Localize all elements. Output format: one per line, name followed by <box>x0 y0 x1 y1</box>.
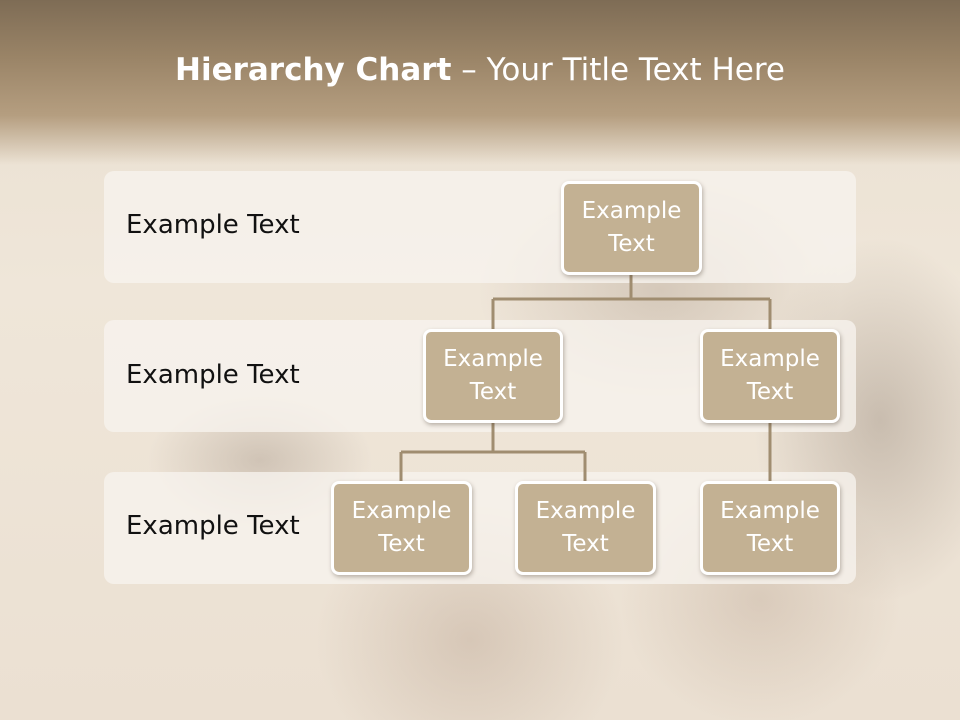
node-root-label: Example Text <box>581 198 682 257</box>
node-level2-left-label: Example Text <box>443 346 543 405</box>
node-level2-right-label: Example Text <box>720 346 820 405</box>
node-level3-middle-label: Example Text <box>535 498 636 557</box>
title-rest: – Your Title Text Here <box>451 52 785 88</box>
node-level3-left[interactable]: Example Text <box>331 481 472 575</box>
node-level2-right[interactable]: Example Text <box>700 329 840 423</box>
row-label-3: Example Text <box>126 511 300 541</box>
node-level3-right[interactable]: Example Text <box>700 481 840 575</box>
slide-title: Hierarchy Chart – Your Title Text Here <box>0 52 960 88</box>
node-level3-middle[interactable]: Example Text <box>515 481 656 575</box>
row-label-2: Example Text <box>126 360 300 390</box>
node-level3-right-label: Example Text <box>720 498 820 557</box>
row-label-1: Example Text <box>126 210 300 240</box>
header-band <box>0 0 960 165</box>
row-band-1 <box>104 171 856 283</box>
node-level3-left-label: Example Text <box>351 498 452 557</box>
title-bold: Hierarchy Chart <box>175 52 452 88</box>
node-level2-left[interactable]: Example Text <box>423 329 563 423</box>
node-root[interactable]: Example Text <box>561 181 702 275</box>
